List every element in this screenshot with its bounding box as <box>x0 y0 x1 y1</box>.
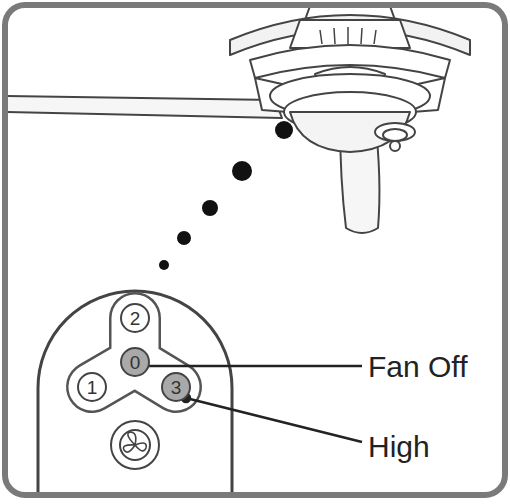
leader-lines <box>137 362 362 442</box>
remote-button: 3 <box>161 372 191 402</box>
button-number: 3 <box>171 378 182 397</box>
remote-body <box>38 291 232 493</box>
scene <box>7 7 470 493</box>
callout-label: High <box>368 430 430 463</box>
button-number: 2 <box>130 309 141 328</box>
button-number: 1 <box>87 378 98 397</box>
frame <box>5 5 505 495</box>
remote-button: 1 <box>77 372 107 402</box>
callout-label: Fan Off <box>368 350 468 383</box>
button-number: 0 <box>130 353 141 372</box>
remote-button: 0 <box>120 347 150 377</box>
remote-button: 2 <box>120 303 150 333</box>
signal-dots <box>159 121 293 270</box>
ceiling-fan <box>7 7 470 233</box>
fan-button <box>111 421 159 469</box>
